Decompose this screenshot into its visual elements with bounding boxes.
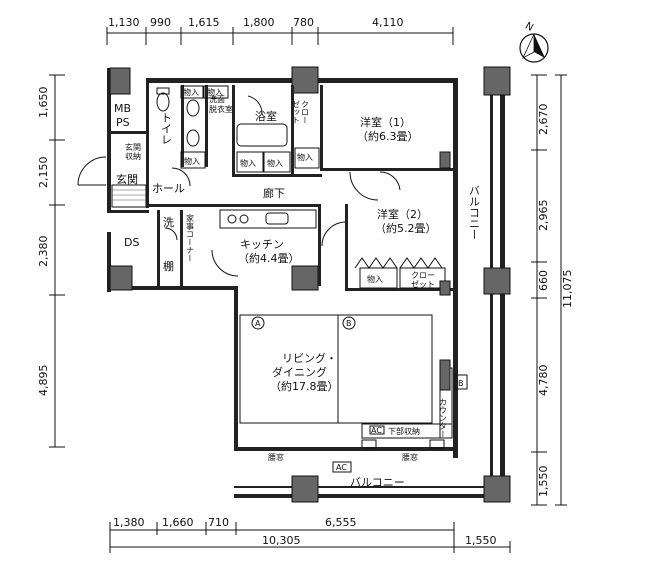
closet2-label-a: クロー xyxy=(411,271,435,280)
dim-right-1: 2,670 xyxy=(537,104,550,136)
bottom-dimension-line: 1,380 1,660 710 6,555 10,305 1,550 xyxy=(109,516,511,553)
window-left-label: 腰窓 xyxy=(268,452,284,462)
dim-bottom-1: 1,380 xyxy=(113,516,145,529)
bath-label: 浴室 xyxy=(255,109,277,123)
mbps-label-2: PS xyxy=(116,116,130,129)
right-dimension-line: 2,670 2,965 660 4,780 1,550 11,075 xyxy=(531,74,574,506)
dim-right-5: 1,550 xyxy=(537,466,550,498)
north-label: N xyxy=(523,21,535,34)
window-right-label: 腰窓 xyxy=(402,452,418,462)
ac-label-living: AC xyxy=(371,426,382,435)
dim-bottom-4: 6,555 xyxy=(325,516,357,529)
counter-label: カウンター xyxy=(439,398,448,438)
dim-top-5: 780 xyxy=(293,16,314,29)
closet1-label-b: ゼット xyxy=(292,100,301,124)
storage-label-4: 物入 xyxy=(297,152,313,162)
ds-label: DS xyxy=(124,236,139,249)
hall-label: ホール xyxy=(152,182,185,195)
under-floor-storage-label: 下部収納 xyxy=(388,426,420,436)
toilet-label: トイレ xyxy=(160,112,173,145)
kitchen-area: （約4.4畳） xyxy=(238,251,300,265)
dim-top-6: 4,110 xyxy=(372,16,404,29)
genkan-storage-label-2: 収納 xyxy=(125,151,141,161)
corridor-label: 廊下 xyxy=(263,186,285,200)
dim-bottom-balcony: 1,550 xyxy=(465,534,497,547)
mbps-label-1: MB xyxy=(114,102,131,115)
dim-top-4: 1,800 xyxy=(243,16,275,29)
bed2-area: （約5.2畳） xyxy=(375,221,437,235)
dim-left-3: 2,380 xyxy=(37,236,50,268)
dim-bottom-3: 710 xyxy=(208,516,229,529)
dim-right-2: 2,965 xyxy=(537,200,550,232)
top-dimension-line: 1,130 990 1,615 1,800 780 4,110 xyxy=(106,16,454,45)
b-mark-label: B xyxy=(458,379,464,388)
bed2-label: 洋室（2） xyxy=(377,207,428,221)
dim-bottom-2: 1,660 xyxy=(162,516,194,529)
genkan-storage-label-1: 玄関 xyxy=(125,142,141,152)
marker-a-label: A xyxy=(255,319,261,328)
living-label-2: ダイニング xyxy=(272,365,327,379)
closet1-label-a: クロー xyxy=(301,100,310,124)
fixtures xyxy=(111,85,468,473)
washroom-label-1: 洗面 xyxy=(209,94,225,104)
laundry-label: 洗 xyxy=(163,216,174,229)
storage-label-5: 物入 xyxy=(183,87,199,97)
genkan-label: 玄関 xyxy=(116,172,138,186)
living-area: （約17.8畳） xyxy=(270,379,339,393)
dim-top-1: 1,130 xyxy=(108,16,140,29)
storage-label-7: 物入 xyxy=(367,274,383,284)
structural-pillars xyxy=(109,66,511,503)
ac-label-balcony: AC xyxy=(336,463,347,472)
doors xyxy=(77,95,401,277)
living-label-1: リビング・ xyxy=(282,351,337,365)
balcony-right-label: バルコニー xyxy=(468,185,481,240)
dim-top-3: 1,615 xyxy=(188,16,220,29)
marker-b-label: B xyxy=(346,319,352,328)
balcony-bottom-label: バルコニー xyxy=(350,476,405,489)
dim-right-4: 4,780 xyxy=(537,365,550,397)
room-labels: MB PS トイレ 洗面 脱衣室 浴室 クロー ゼット 洋室（1） （約6.3畳… xyxy=(114,87,481,489)
dim-left-4: 4,895 xyxy=(37,365,50,397)
shelf-label: 棚 xyxy=(163,259,174,273)
housework-label: 家事コーナー xyxy=(186,213,195,262)
bed1-label: 洋室（1） xyxy=(360,115,411,129)
storage-label-6: 物入 xyxy=(207,87,223,97)
left-dimension-line: 1,650 2,150 2,380 4,895 xyxy=(37,74,65,448)
interior-walls xyxy=(110,78,453,291)
storage-label-1: 物入 xyxy=(184,156,200,166)
dim-top-2: 990 xyxy=(150,16,171,29)
dim-left-1: 1,650 xyxy=(37,87,50,119)
dim-left-2: 2,150 xyxy=(37,157,50,189)
dim-right-3: 660 xyxy=(537,270,550,291)
kitchen-label: キッチン xyxy=(240,238,284,251)
closet2-label-b: ゼット xyxy=(411,279,435,289)
dim-bottom-total: 10,305 xyxy=(262,534,301,547)
storage-label-3: 物入 xyxy=(267,158,283,168)
bed1-area: （約6.3畳） xyxy=(357,129,419,143)
north-arrow-icon: N xyxy=(519,21,549,63)
washroom-label-2: 脱衣室 xyxy=(209,104,233,114)
dim-right-total: 11,075 xyxy=(561,270,574,309)
storage-label-2: 物入 xyxy=(240,158,256,168)
